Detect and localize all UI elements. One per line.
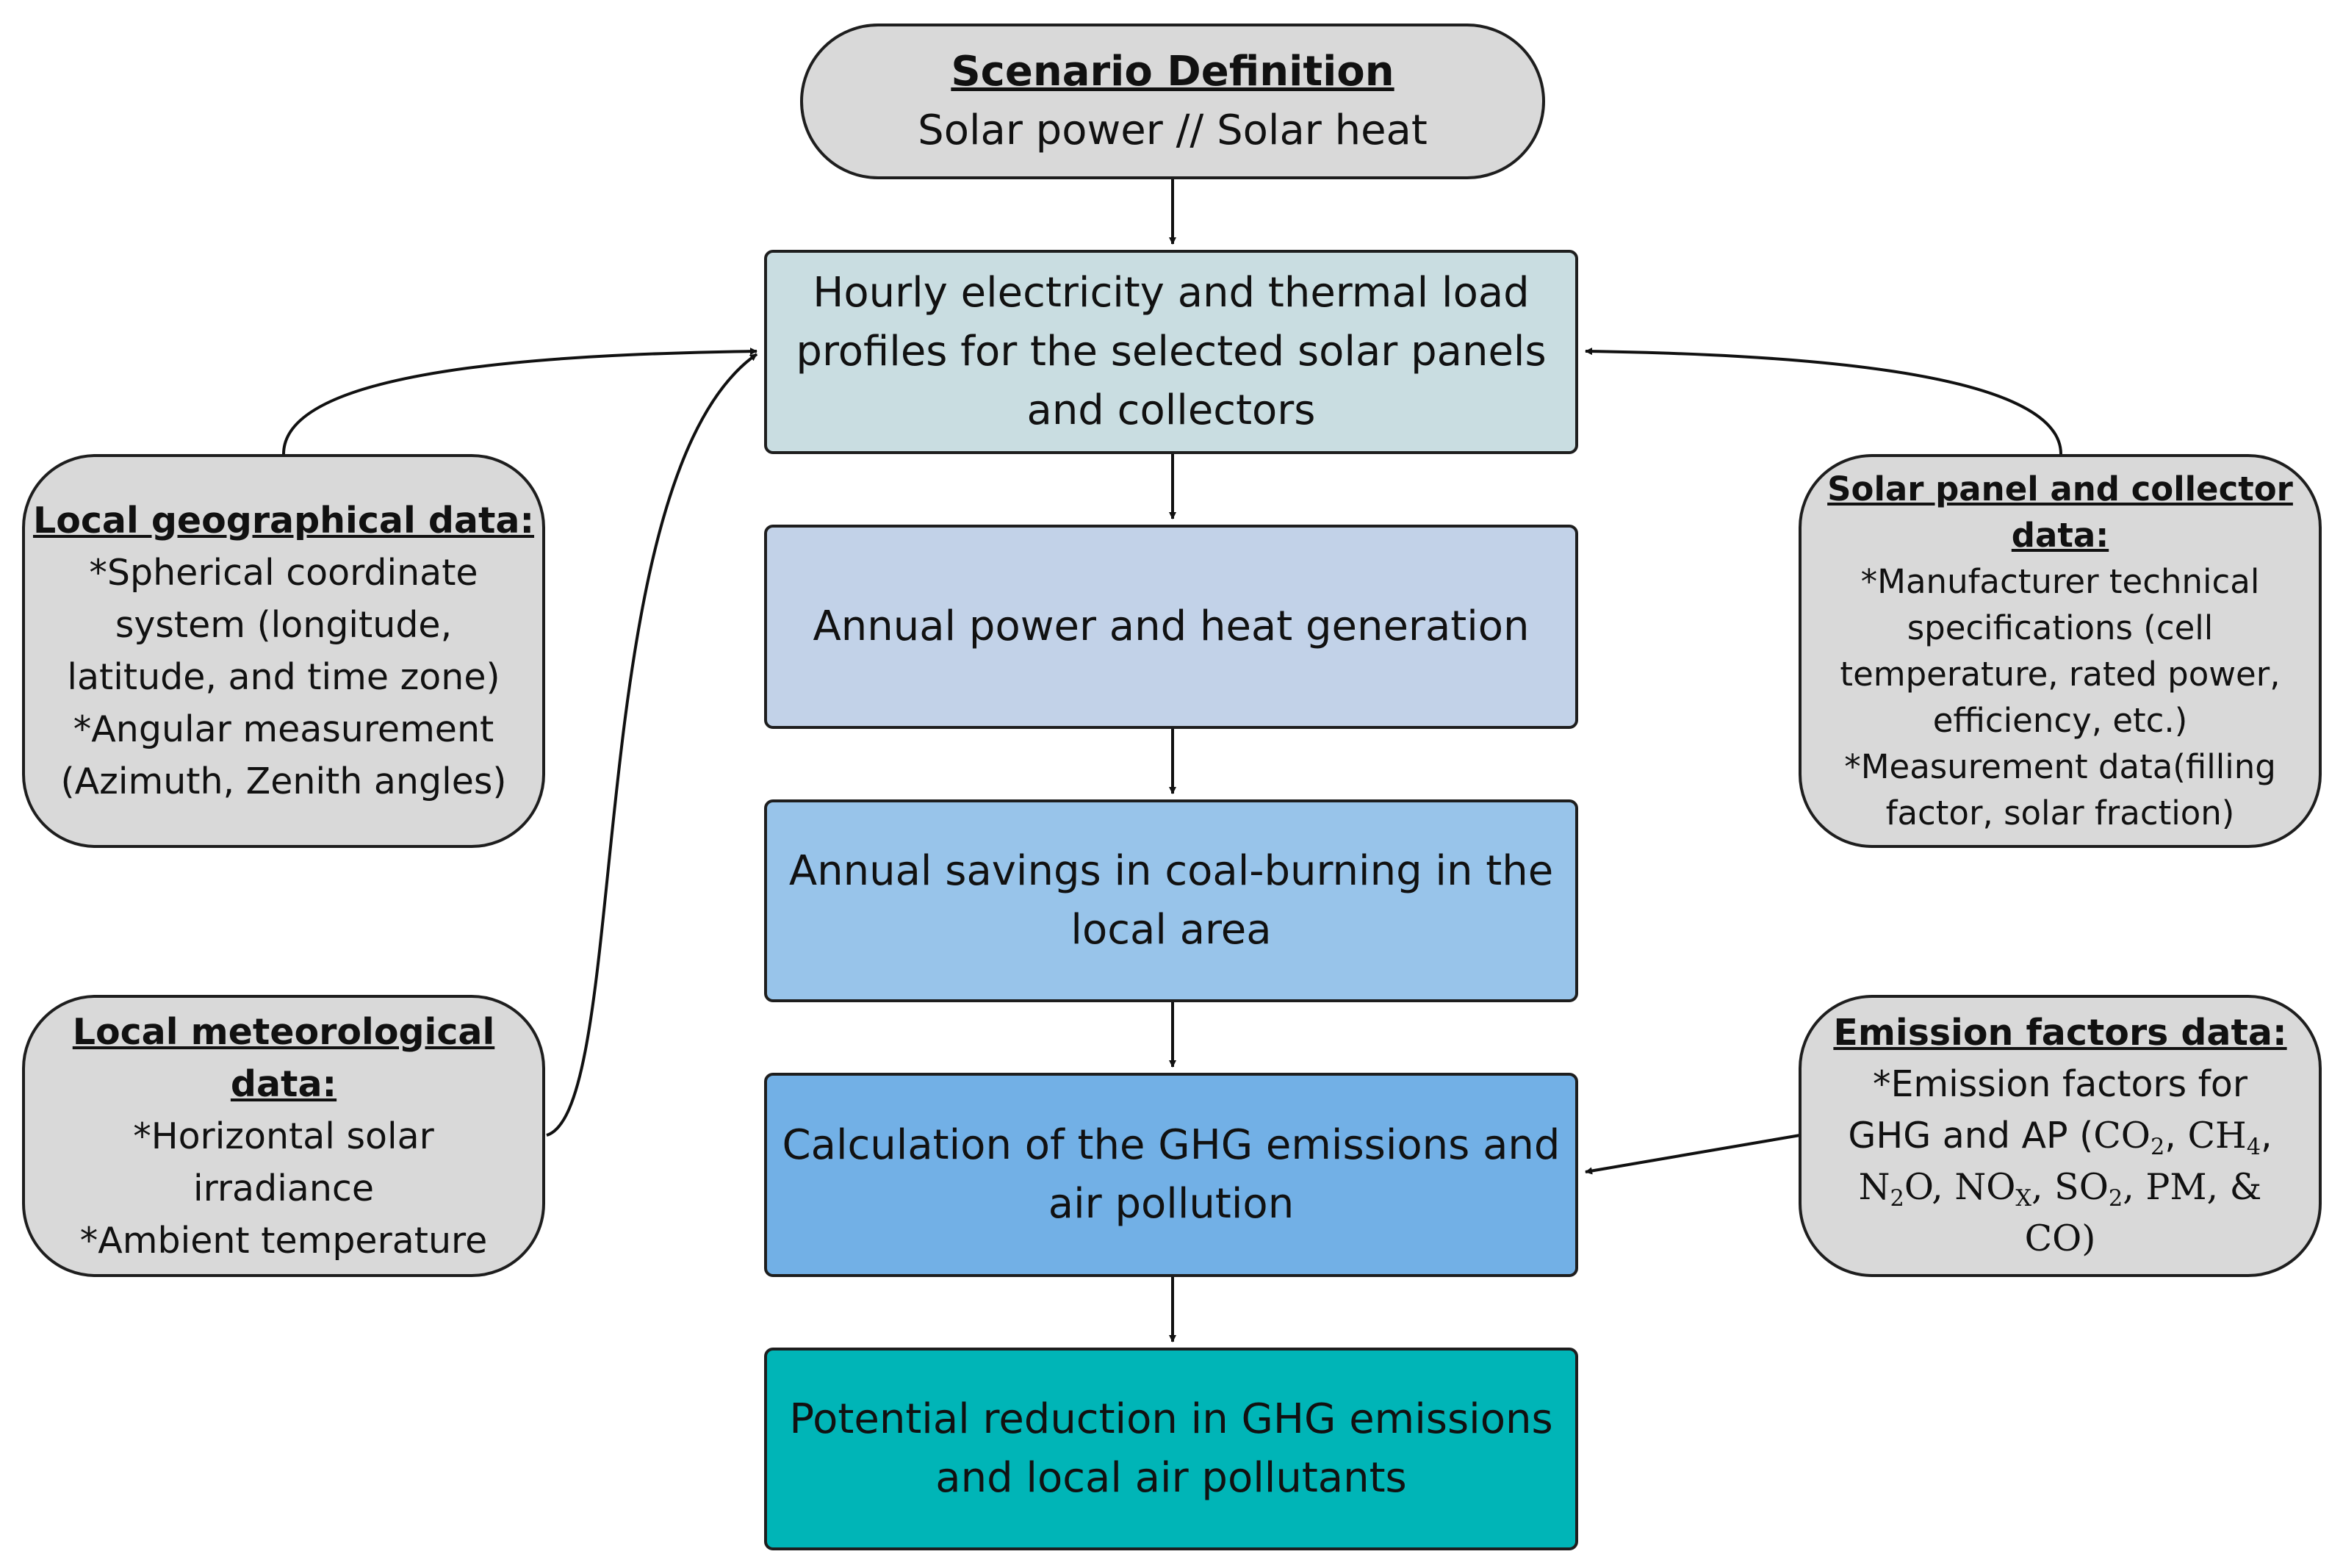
reduction-line-1: Potential reduction in GHG emissions: [789, 1395, 1553, 1443]
geographical-data-title: Local geographical data:: [32, 500, 535, 542]
emissions-calculation-node: Calculation of the GHG emissions and air…: [764, 1073, 1578, 1277]
solar-panel-data-line-2: specifications (cell: [1907, 608, 2214, 647]
meteorological-data-title-1: Local meteorological: [72, 1010, 495, 1053]
scenario-title: Scenario Definition: [951, 48, 1394, 96]
arrow-solar-panel-to-load-profiles: [1585, 348, 2062, 455]
coal-savings-line-2: local area: [1070, 906, 1272, 954]
solar-panel-data-line-5: *Measurement data(filling: [1844, 747, 2276, 786]
species-n2o: N2O: [1858, 1166, 1932, 1212]
solar-panel-data-line-4: efficiency, etc.): [1932, 701, 2188, 740]
load-profiles-line-2: profiles for the selected solar panels: [796, 328, 1547, 375]
geographical-data-line-2: system (longitude,: [115, 604, 453, 646]
arrow-geographical-to-load-profiles: [282, 348, 757, 455]
coal-savings-node: Annual savings in coal-burning in the lo…: [764, 799, 1578, 1002]
emissions-calculation-line-2: air pollution: [1048, 1180, 1295, 1228]
geographical-data-line-4: *Angular measurement: [73, 708, 494, 750]
reduction-node: Potential reduction in GHG emissions and…: [764, 1348, 1578, 1550]
load-profiles-node: Hourly electricity and thermal load prof…: [764, 250, 1578, 454]
meteorological-data-line-3: *Ambient temperature: [79, 1219, 488, 1262]
scenario-subtitle: Solar power // Solar heat: [918, 107, 1428, 154]
species-nox: NOX: [1954, 1166, 2031, 1212]
emissions-calculation-line-1: Calculation of the GHG emissions and: [782, 1121, 1561, 1169]
solar-panel-data-line-3: temperature, rated power,: [1840, 655, 2281, 694]
emission-factors-line-3: N2O, NOX, SO2, PM, &: [1858, 1166, 2262, 1212]
emission-factors-line-4: CO): [2024, 1218, 2096, 1259]
load-profiles-line-1: Hourly electricity and thermal load: [813, 269, 1530, 317]
emission-factors-data-node: Emission factors data: *Emission factors…: [1799, 995, 2322, 1277]
solar-panel-data-title-1: Solar panel and collector: [1827, 470, 2293, 508]
annual-generation-line-1: Annual power and heat generation: [813, 603, 1530, 650]
meteorological-data-line-1: *Horizontal solar: [133, 1115, 434, 1157]
emission-factors-line-2-prefix: GHG and AP (: [1848, 1115, 2094, 1157]
solar-panel-data-node: Solar panel and collector data: *Manufac…: [1799, 454, 2322, 848]
solar-panel-data-title-2: data:: [2011, 516, 2109, 555]
emission-factors-line-2: GHG and AP (CO2, CH4,: [1848, 1115, 2272, 1161]
geographical-data-line-1: *Spherical coordinate: [89, 552, 478, 594]
species-co: CO: [2024, 1218, 2082, 1259]
emission-factors-title: Emission factors data:: [1833, 1012, 2287, 1054]
coal-savings-line-1: Annual savings in coal-burning in the: [788, 847, 1554, 895]
meteorological-data-node: Local meteorological data: *Horizontal s…: [22, 995, 545, 1277]
meteorological-data-line-2: irradiance: [193, 1167, 374, 1209]
geographical-data-line-3: latitude, and time zone): [67, 656, 500, 698]
geographical-data-line-5: (Azimuth, Zenith angles): [60, 760, 507, 802]
species-co2: CO2: [2093, 1115, 2165, 1161]
arrow-emission-factors-to-calculation: [1585, 1134, 1801, 1175]
emission-factors-line-1: *Emission factors for: [1872, 1063, 2248, 1105]
reduction-line-2: and local air pollutants: [935, 1454, 1407, 1502]
species-so2: SO2: [2054, 1166, 2123, 1212]
arrow-meteorological-to-load-profiles: [546, 353, 758, 1137]
geographical-data-node: Local geographical data: *Spherical coor…: [22, 454, 545, 848]
species-pm: PM: [2145, 1166, 2207, 1208]
species-ch4: CH4: [2187, 1115, 2261, 1161]
solar-panel-data-line-1: *Manufacturer technical: [1860, 562, 2260, 601]
annual-generation-node: Annual power and heat generation: [764, 525, 1578, 729]
load-profiles-line-3: and collectors: [1026, 386, 1316, 434]
solar-panel-data-line-6: factor, solar fraction): [1885, 794, 2235, 832]
scenario-definition-node: Scenario Definition Solar power // Solar…: [800, 24, 1545, 179]
meteorological-data-title-2: data:: [230, 1062, 337, 1105]
